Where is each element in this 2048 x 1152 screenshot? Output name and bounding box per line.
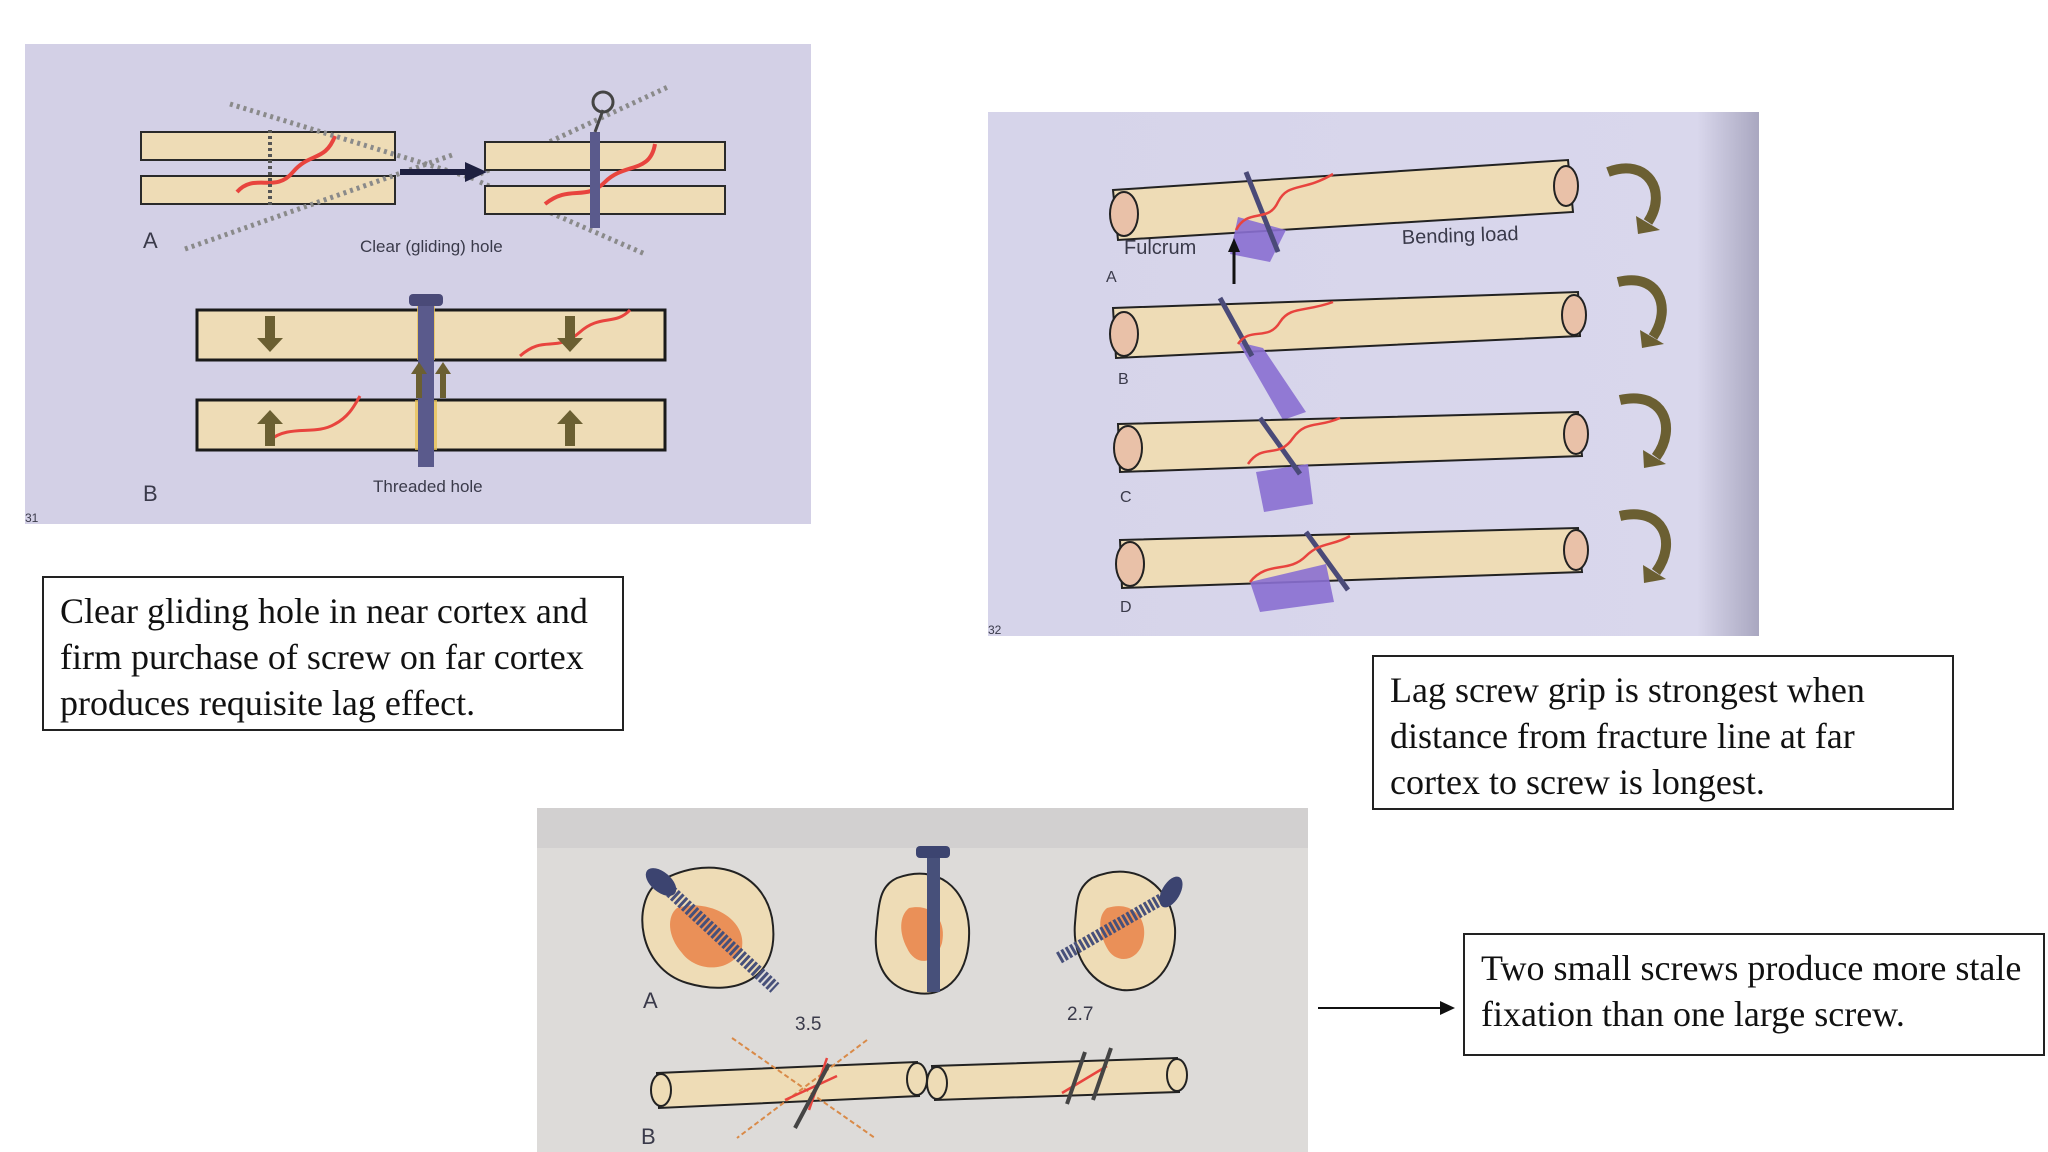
long-bone-two-small-screws xyxy=(926,1047,1188,1105)
row-label-a: A xyxy=(1106,269,1117,286)
threaded-hole-label: Threaded hole xyxy=(373,477,483,496)
screw-icon xyxy=(927,852,940,992)
lag-screw-grip-figure: Fulcrum Bending load A B C xyxy=(988,112,1759,636)
screw-icon xyxy=(1056,890,1170,964)
size-small-label: 2.7 xyxy=(1067,1004,1093,1025)
caption-gliding-hole: Clear gliding hole in near cortex and fi… xyxy=(42,576,624,731)
bone-row-a xyxy=(1109,158,1661,262)
row-label-b: B xyxy=(1118,371,1129,388)
bending-load-label: Bending load xyxy=(1401,223,1518,249)
lag-screw-principle-figure: A Clear (gliding) hole B Threaded hole 3… xyxy=(25,44,811,524)
compression-arrows xyxy=(257,316,583,446)
label-a: A xyxy=(143,228,158,253)
cross-section-b xyxy=(874,846,971,995)
bone-row-b xyxy=(1109,275,1667,420)
label-b: B xyxy=(143,481,158,506)
screw-icon xyxy=(662,883,780,993)
label-a: A xyxy=(643,988,658,1013)
bone-row-d xyxy=(1115,509,1671,612)
label-b: B xyxy=(641,1124,656,1149)
fulcrum-label: Fulcrum xyxy=(1124,237,1196,259)
dotted-guide-line xyxy=(229,101,476,182)
cross-section-a xyxy=(641,866,780,993)
caption-lag-screw-grip: Lag screw grip is strongest when distanc… xyxy=(1372,655,1954,810)
row-label-c: C xyxy=(1120,489,1132,506)
caption-two-small-screws: Two small screws produce more stale fixa… xyxy=(1463,933,2045,1056)
screw-icon xyxy=(590,132,600,228)
clear-hole-label: Clear (gliding) hole xyxy=(360,237,503,256)
page-number-fragment: 31 xyxy=(25,511,39,524)
arrow-right-icon xyxy=(1318,1001,1455,1015)
long-bone-large-screw xyxy=(650,1037,928,1139)
cross-section-c xyxy=(1056,870,1183,992)
size-large-label: 3.5 xyxy=(795,1014,821,1035)
screw-icon xyxy=(418,302,434,467)
page-number-fragment: 32 xyxy=(988,623,1002,636)
screw-size-figure: A 3.5 2.7 B xyxy=(537,808,1308,1152)
bone-row-c xyxy=(1113,393,1671,512)
row-label-d: D xyxy=(1120,599,1132,616)
fulcrum-arrow-icon xyxy=(1228,238,1240,252)
fracture-line xyxy=(235,135,337,194)
